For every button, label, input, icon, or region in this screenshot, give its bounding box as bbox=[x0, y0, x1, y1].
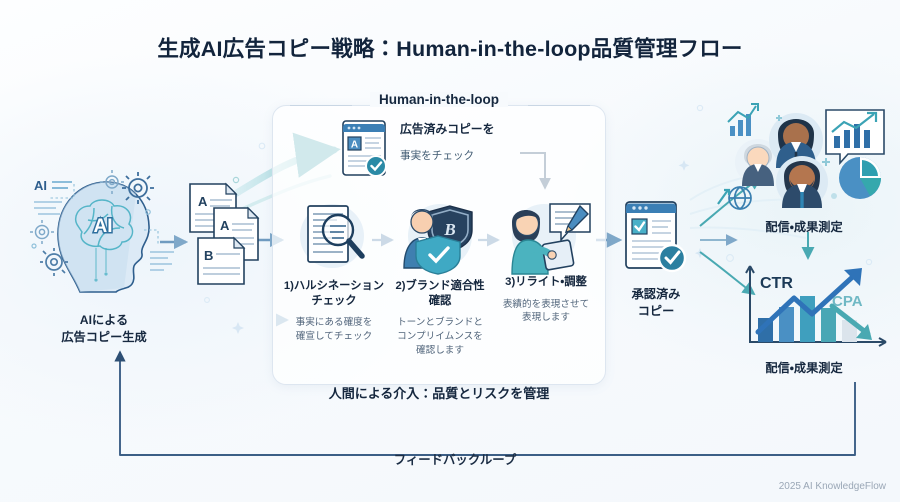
step-description: 事実にある確度を 確宣してチェック bbox=[282, 316, 386, 343]
step-title-line2: チェック bbox=[311, 294, 357, 307]
document-approved-icon: A bbox=[340, 118, 392, 180]
step-title: 3)リライト・調整 bbox=[494, 275, 598, 290]
step-desc-line3: 確認します bbox=[416, 344, 464, 356]
doc-letter: A bbox=[351, 140, 358, 151]
avatar bbox=[776, 156, 828, 208]
feedback-loop-label: フィードバックループ bbox=[393, 453, 517, 467]
fact-check-text: 広告済みコピーを 事実をチェック bbox=[400, 120, 530, 163]
avatar bbox=[769, 113, 823, 168]
distribution-label: 配信・成果測定 bbox=[765, 220, 843, 234]
step-description: 表績的を表現させて 表現します bbox=[494, 298, 598, 325]
ai-generation-label-line2: 広告コピー生成 bbox=[61, 329, 147, 344]
approved-copy-label-line2: コピー bbox=[637, 303, 675, 318]
svg-text:A: A bbox=[220, 218, 230, 233]
svg-text:B: B bbox=[204, 248, 213, 263]
measurement-label: 配信・成果測定 bbox=[765, 361, 843, 375]
step-title: 1)ハルシネーション チェック bbox=[282, 279, 386, 308]
step-brand-compliance: B 2)ブランド適合性 確認 トーンとブランドと コンプリイムンスを 確認します bbox=[388, 196, 492, 357]
brain-label: AI bbox=[94, 216, 113, 237]
footer-credit: 2025 AI KnowledgeFlow bbox=[778, 481, 886, 492]
avatar bbox=[735, 139, 781, 186]
ai-generation-label: AIによる 広告コピー生成 bbox=[38, 312, 170, 346]
svg-text:A: A bbox=[198, 194, 208, 209]
step-title: 2)ブランド適合性 確認 bbox=[388, 279, 492, 308]
people-analytics-cluster-icon bbox=[717, 100, 894, 210]
pie-chart-icon bbox=[839, 157, 881, 199]
panel-title: Human-in-the-loop bbox=[272, 91, 606, 109]
ctr-annotation: CTR bbox=[760, 275, 793, 292]
panel-rule-left bbox=[290, 105, 352, 107]
panel-rule-right bbox=[528, 105, 590, 107]
shield-brand-person-icon: B bbox=[388, 196, 492, 275]
approved-document-icon bbox=[618, 196, 692, 280]
person-tablet-edit-icon bbox=[494, 192, 598, 275]
fact-check-subtext: 事実をチェック bbox=[400, 150, 475, 162]
analytics-bubble-icon bbox=[825, 109, 885, 166]
panel-caption: 人間による介入：品質とリスクを管理 bbox=[328, 386, 550, 401]
globe-icon bbox=[728, 186, 752, 210]
approved-copy-label: 承認済み コピー bbox=[614, 286, 698, 320]
step-rewrite-adjust: 3)リライト・調整 表績的を表現させて 表現します bbox=[494, 192, 598, 325]
step-title-line1: 2)ブランド適合性 bbox=[395, 280, 485, 292]
panel-title-text: Human-in-the-loop bbox=[370, 92, 508, 107]
step-desc-line2: 確宣してチェック bbox=[295, 330, 373, 342]
page-title: 生成AI広告コピー戦略：Human-in-the-loop品質管理フロー bbox=[157, 37, 743, 61]
step-description: トーンとブランドと コンプリイムンスを 確認します bbox=[388, 316, 492, 357]
ai-generation-label-line1: AIによる bbox=[79, 313, 129, 327]
ai-brain-head-icon: AI AI bbox=[28, 168, 178, 298]
step-title-line1: 3)リライト・調整 bbox=[505, 276, 587, 288]
document-magnifier-icon bbox=[282, 196, 386, 274]
step-title-line2: 確認 bbox=[428, 294, 452, 307]
step-title-line1: 1)ハルシネーション bbox=[283, 280, 385, 292]
mini-bar-chart-icon bbox=[727, 103, 759, 136]
ai-badge-text: AI bbox=[34, 178, 47, 193]
step-desc-line1: 表績的を表現させて bbox=[502, 298, 590, 310]
step-hallucination-check: 1)ハルシネーション チェック 事実にある確度を 確宣してチェック bbox=[282, 196, 386, 344]
step-desc-line1: トーンとブランドと bbox=[397, 317, 483, 329]
document-stack-icon: A A B bbox=[186, 176, 282, 286]
performance-chart-icon: CTR CPA bbox=[736, 262, 892, 356]
step-desc-line1: 事実にある確度を bbox=[295, 317, 373, 329]
svg-text:B: B bbox=[443, 220, 455, 239]
approved-copy-label-line1: 承認済み bbox=[631, 287, 681, 301]
cpa-annotation: CPA bbox=[832, 293, 863, 310]
step-desc-line2: 表現します bbox=[522, 312, 570, 324]
step-desc-line2: コンプリイムンスを bbox=[397, 330, 483, 342]
doc-card-b: B bbox=[197, 236, 246, 285]
fact-check-headline: 広告済みコピーを bbox=[400, 122, 495, 136]
